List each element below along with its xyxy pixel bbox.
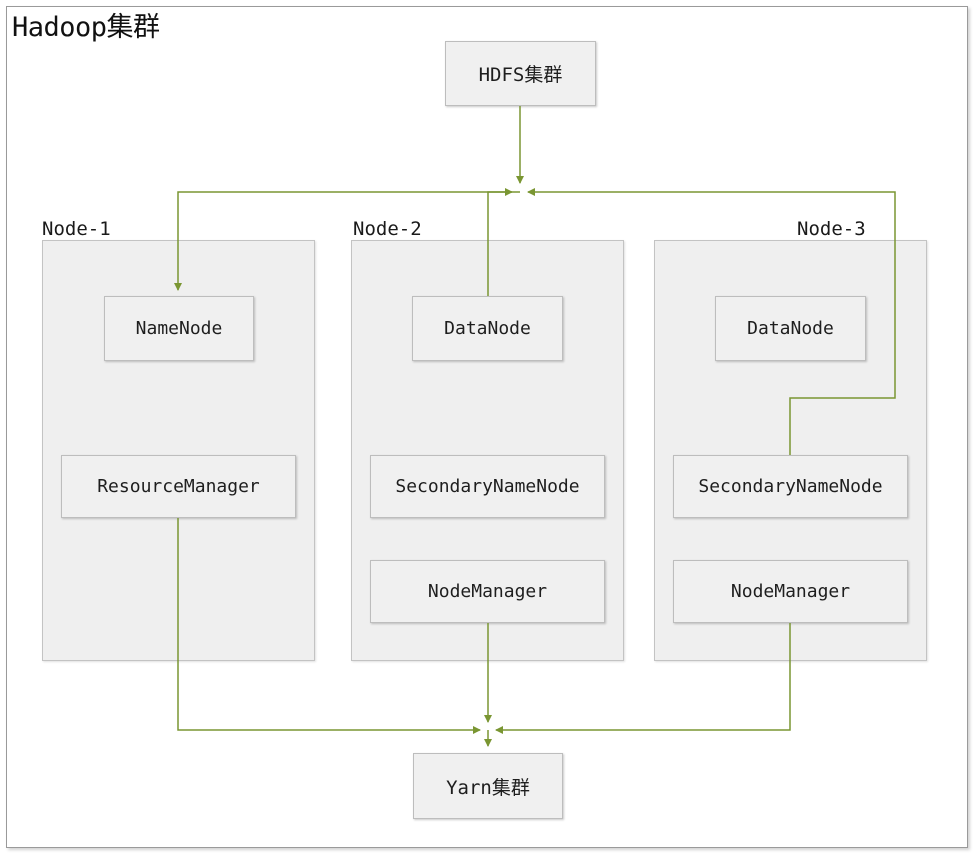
node-3-datanode-box: DataNode <box>715 296 866 361</box>
node-3-nodemanager-connector <box>495 623 791 734</box>
node-2-secondarynamenode-box: SecondaryNameNode <box>370 455 605 518</box>
hdfs-cluster-box: HDFS集群 <box>445 41 596 106</box>
node-3-label: Node-3 <box>797 218 866 240</box>
node-3-secondarynamenode-box: SecondaryNameNode <box>673 455 908 518</box>
diagram-title: Hadoop集群 <box>12 12 160 43</box>
node-2-datanode-connector <box>487 188 513 296</box>
resourcemanager-connector <box>177 518 481 734</box>
node-3-secondarynamenode-connector <box>527 188 896 455</box>
node-3-nodemanager-box: NodeManager <box>673 560 908 623</box>
node-2-nodemanager-box: NodeManager <box>370 560 605 623</box>
node-2-label: Node-2 <box>353 218 422 240</box>
node-2-datanode-box: DataNode <box>412 296 563 361</box>
node-1-resourcemanager-box: ResourceManager <box>61 455 296 518</box>
yarn-cluster-box: Yarn集群 <box>413 753 563 819</box>
hdfs-to-namenode-connector <box>174 191 520 291</box>
node-1-label: Node-1 <box>42 218 111 240</box>
node-1-namenode-box: NameNode <box>104 296 254 361</box>
